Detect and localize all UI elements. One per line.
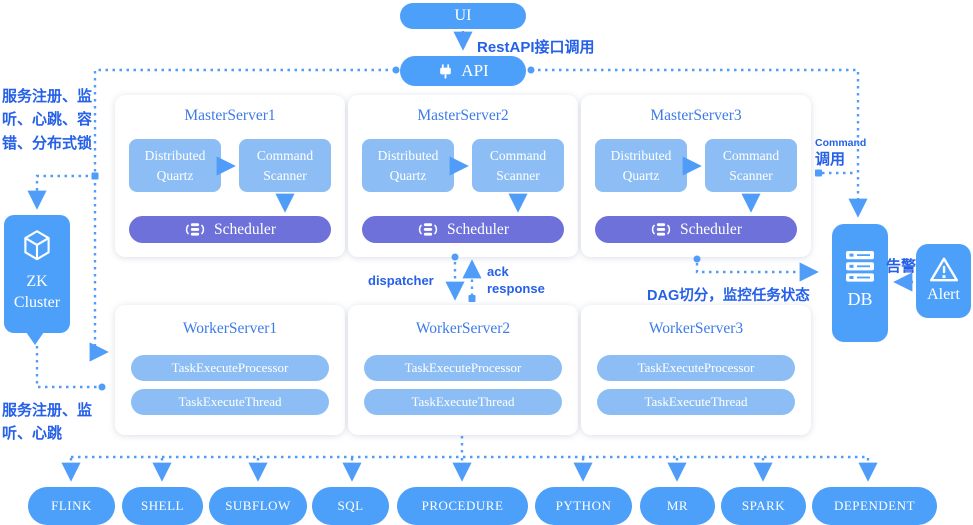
- box-line: Quartz: [389, 167, 427, 183]
- restapi-call-label: RestAPI接口调用: [477, 39, 595, 56]
- distributed-quartz-box: Distributed Quartz: [595, 139, 687, 192]
- box-line: Distributed: [610, 147, 672, 163]
- edge-junction-square: [815, 169, 822, 177]
- task-execute-thread-pill: TaskExecuteThread: [364, 389, 562, 415]
- task-type-flink: FLINK: [28, 487, 115, 525]
- edge-zk-to-worker1: [35, 346, 97, 389]
- task-execute-processor-pill: TaskExecuteProcessor: [364, 355, 562, 381]
- edge-junction-square: [468, 295, 476, 302]
- worker-server-2-card: WorkerServer2 TaskExecuteProcessor TaskE…: [348, 305, 578, 435]
- db-label: DB: [847, 289, 873, 309]
- box-line: Quartz: [156, 167, 194, 183]
- worker-server-1-card: WorkerServer1 TaskExecuteProcessor TaskE…: [115, 305, 345, 435]
- task-type-sql: SQL: [312, 487, 389, 525]
- task-type-shell: SHELL: [122, 487, 203, 525]
- task-type-spark: SPARK: [721, 487, 806, 525]
- scheduler-bar: Scheduler: [129, 216, 331, 243]
- zk-note-top-label: 服务注册、监听、心跳、容错、分布式锁: [2, 88, 93, 152]
- alert-node: Alert: [916, 244, 971, 318]
- box-line: Command: [256, 147, 314, 163]
- zk-label-line1: ZK: [26, 273, 48, 290]
- task-execute-processor-pill: TaskExecuteProcessor: [131, 355, 329, 381]
- api-node: API: [400, 56, 526, 86]
- box-line: Command: [722, 147, 780, 163]
- alert-label: Alert: [927, 286, 960, 303]
- edge-endpoint-dot: [527, 66, 535, 74]
- command-scanner-box: Command Scanner: [239, 139, 331, 192]
- api-node-label: API: [461, 61, 489, 80]
- command-scanner-box: Command Scanner: [472, 139, 564, 192]
- box-line: Scanner: [729, 167, 773, 183]
- ack-label: ack: [487, 264, 509, 279]
- command-scanner-box: Command Scanner: [705, 139, 797, 192]
- task-type-python: PYTHON: [535, 487, 632, 525]
- warning-triangle-icon: [929, 244, 959, 286]
- scheduler-bar: Scheduler: [595, 216, 797, 243]
- stack-sync-icon: [650, 222, 672, 237]
- box-line: Scanner: [496, 167, 540, 183]
- scheduler-label: Scheduler: [680, 220, 742, 238]
- command-call-label: 调用: [815, 151, 846, 168]
- box-line: Distributed: [144, 147, 206, 163]
- task-type-mr: MR: [640, 487, 715, 525]
- plug-icon: [437, 63, 454, 80]
- worker-server-3-card: WorkerServer3 TaskExecuteProcessor TaskE…: [581, 305, 811, 435]
- worker-server-title: WorkerServer3: [648, 320, 744, 337]
- task-type-dependent: DEPENDENT: [812, 487, 937, 525]
- scheduler-label: Scheduler: [214, 220, 276, 238]
- zk-cluster-tail: [26, 332, 44, 345]
- master-server-2-card: MasterServer2 Distributed Quartz Command…: [348, 95, 578, 257]
- edge-branch-to-zk: [27, 174, 95, 210]
- edge-endpoint-dot: [392, 66, 400, 74]
- zk-label-line2: Cluster: [13, 293, 61, 311]
- box-line: Quartz: [622, 167, 660, 183]
- dag-split-label: DAG切分，监控任务状态: [647, 288, 810, 304]
- zk-cluster-node: ZK Cluster: [4, 215, 70, 333]
- distributed-quartz-box: Distributed Quartz: [362, 139, 454, 192]
- box-line: Scanner: [263, 167, 307, 183]
- master-server-title: MasterServer2: [417, 107, 509, 124]
- response-label: response: [487, 281, 545, 296]
- cube-icon: [18, 215, 56, 272]
- master-server-title: MasterServer1: [184, 107, 276, 124]
- scheduler-label: Scheduler: [447, 220, 509, 238]
- edge-master3-dag-db: [695, 262, 819, 282]
- worker-server-title: WorkerServer1: [182, 320, 278, 337]
- master-server-3-card: MasterServer3 Distributed Quartz Command…: [581, 95, 811, 257]
- ui-node-label: UI: [454, 7, 472, 24]
- task-execute-thread-pill: TaskExecuteThread: [131, 389, 329, 415]
- distributed-quartz-box: Distributed Quartz: [129, 139, 221, 192]
- master-server-1-card: MasterServer1 Distributed Quartz Command…: [115, 95, 345, 257]
- db-node: DB: [832, 224, 888, 342]
- worker-server-title: WorkerServer2: [415, 320, 511, 337]
- task-type-procedure: PROCEDURE: [397, 487, 528, 525]
- alert-notify-label: 告警: [886, 258, 917, 275]
- task-execute-thread-pill: TaskExecuteThread: [597, 389, 795, 415]
- task-type-subflow: SUBFLOW: [209, 487, 307, 525]
- zk-note-bottom-label: 服务注册、监听、心跳: [2, 402, 93, 442]
- stack-sync-icon: [184, 222, 206, 237]
- edge-endpoint-dot: [98, 383, 106, 391]
- task-execute-processor-pill: TaskExecuteProcessor: [597, 355, 795, 381]
- stack-sync-icon: [417, 222, 439, 237]
- master-server-title: MasterServer3: [650, 107, 742, 124]
- edge-junction-square: [91, 172, 99, 180]
- dispatcher-label: dispatcher: [368, 273, 434, 288]
- server-icon: [845, 224, 875, 289]
- scheduler-bar: Scheduler: [362, 216, 564, 243]
- box-line: Command: [489, 147, 547, 163]
- ui-node: UI: [400, 3, 526, 29]
- box-line: Distributed: [377, 147, 439, 163]
